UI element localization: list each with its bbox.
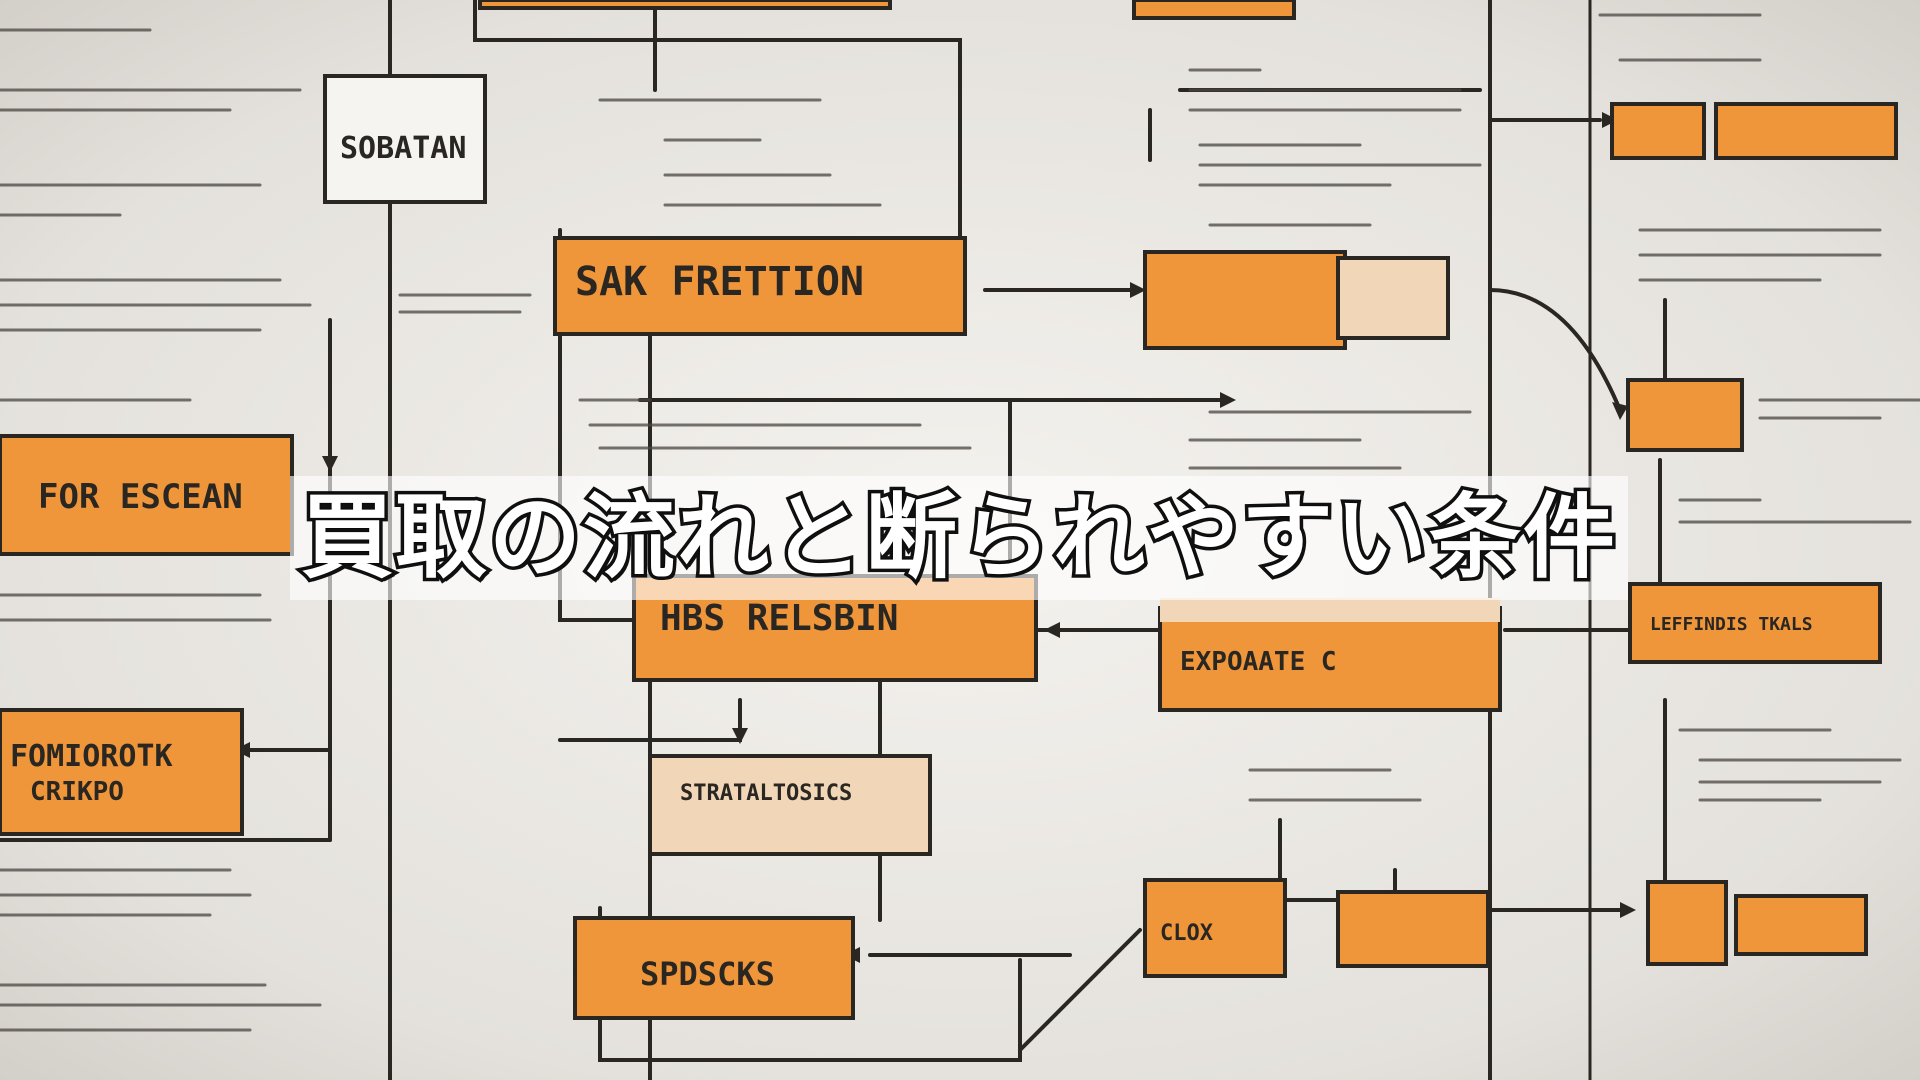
svg-text:STRATALTOSICS: STRATALTOSICS: [680, 781, 852, 806]
title-banner: 買取の流れと断られやすい条件: [290, 476, 1628, 600]
svg-text:FOMIOROTK: FOMIOROTK: [10, 739, 173, 774]
svg-text:CRIKPO: CRIKPO: [30, 777, 124, 807]
svg-text:FOR ESCEAN: FOR ESCEAN: [38, 477, 243, 517]
svg-text:HBS RELSBIN: HBS RELSBIN: [660, 598, 898, 639]
svg-text:SAK FRETTION: SAK FRETTION: [575, 259, 864, 305]
svg-text:CLOX: CLOX: [1160, 921, 1213, 946]
svg-text:EXPOAATE C: EXPOAATE C: [1180, 647, 1337, 677]
svg-text:LEFFINDIS TKALS: LEFFINDIS TKALS: [1650, 614, 1813, 635]
svg-text:SOBATAN: SOBATAN: [340, 131, 466, 166]
svg-text:SPDSCKS: SPDSCKS: [640, 955, 775, 993]
page-title: 買取の流れと断られやすい条件: [297, 484, 1618, 591]
